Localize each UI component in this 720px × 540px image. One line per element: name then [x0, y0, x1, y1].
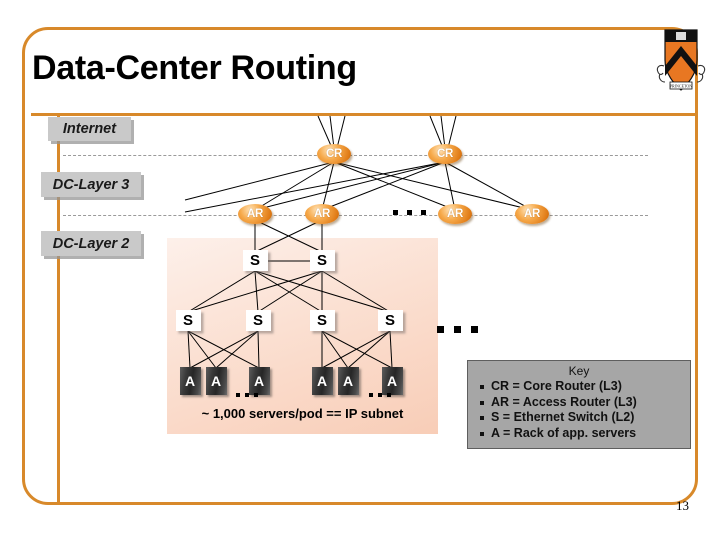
princeton-shield-logo: PRINCETON — [655, 22, 707, 94]
pod-background — [167, 238, 438, 434]
ethernet-switch-node[interactable]: S — [245, 309, 271, 331]
bullet-icon — [480, 385, 484, 389]
key-item-label: CR = Core Router (L3) — [491, 379, 622, 393]
frame-vertical-line — [57, 116, 60, 505]
slide-frame — [22, 27, 698, 505]
bullet-icon — [480, 400, 484, 405]
layer2-dashed-divider — [63, 215, 648, 216]
label-dc-layer-3: DC-Layer 3 — [41, 172, 141, 197]
server-rack-node[interactable]: A — [381, 367, 403, 395]
bullet-icon — [480, 416, 484, 420]
core-router-node[interactable]: CR — [317, 144, 351, 164]
key-item-list: CR = Core Router (L3)AR = Access Router … — [468, 379, 690, 441]
ellipsis-racks-group-2 — [369, 393, 396, 397]
server-rack-node[interactable]: A — [337, 367, 359, 395]
ethernet-switch-node[interactable]: S — [242, 249, 268, 271]
ellipsis-pods — [437, 326, 488, 333]
core-router-node[interactable]: CR — [428, 144, 462, 164]
svg-text:PRINCETON: PRINCETON — [670, 84, 692, 89]
ethernet-switch-node[interactable]: S — [377, 309, 403, 331]
ellipsis-access-routers — [393, 210, 435, 215]
access-router-node[interactable]: AR — [438, 204, 472, 224]
title-separator — [22, 113, 698, 116]
label-dc-layer-2: DC-Layer 2 — [41, 231, 141, 256]
title-separator-mask — [25, 113, 31, 116]
layer3-dashed-divider — [63, 155, 648, 156]
ethernet-switch-node[interactable]: S — [175, 309, 201, 331]
key-item-label: S = Ethernet Switch (L2) — [491, 410, 635, 424]
access-router-node[interactable]: AR — [238, 204, 272, 224]
server-rack-node[interactable]: A — [179, 367, 201, 395]
key-item: A = Rack of app. servers — [468, 426, 690, 442]
access-router-node[interactable]: AR — [305, 204, 339, 224]
pod-caption: ~ 1,000 servers/pod == IP subnet — [201, 406, 404, 421]
access-router-node[interactable]: AR — [515, 204, 549, 224]
key-item-label: A = Rack of app. servers — [491, 425, 637, 440]
key-title: Key — [568, 364, 590, 378]
ethernet-switch-node[interactable]: S — [309, 309, 335, 331]
bullet-icon — [480, 431, 484, 436]
label-internet: Internet — [48, 117, 131, 141]
server-rack-node[interactable]: A — [205, 367, 227, 395]
page-title: Data-Center Routing — [32, 48, 357, 87]
ellipsis-racks-group-1 — [236, 393, 263, 397]
key-item: CR = Core Router (L3) — [468, 379, 690, 395]
key-item: S = Ethernet Switch (L2) — [468, 410, 690, 426]
server-rack-node[interactable]: A — [311, 367, 333, 395]
ethernet-switch-node[interactable]: S — [309, 249, 335, 271]
key-item-label: AR = Access Router (L3) — [491, 394, 637, 409]
page-number: 13 — [676, 498, 689, 513]
key-legend-box: Key CR = Core Router (L3)AR = Access Rou… — [467, 360, 691, 449]
key-item: AR = Access Router (L3) — [468, 395, 690, 411]
server-rack-node[interactable]: A — [248, 367, 270, 395]
